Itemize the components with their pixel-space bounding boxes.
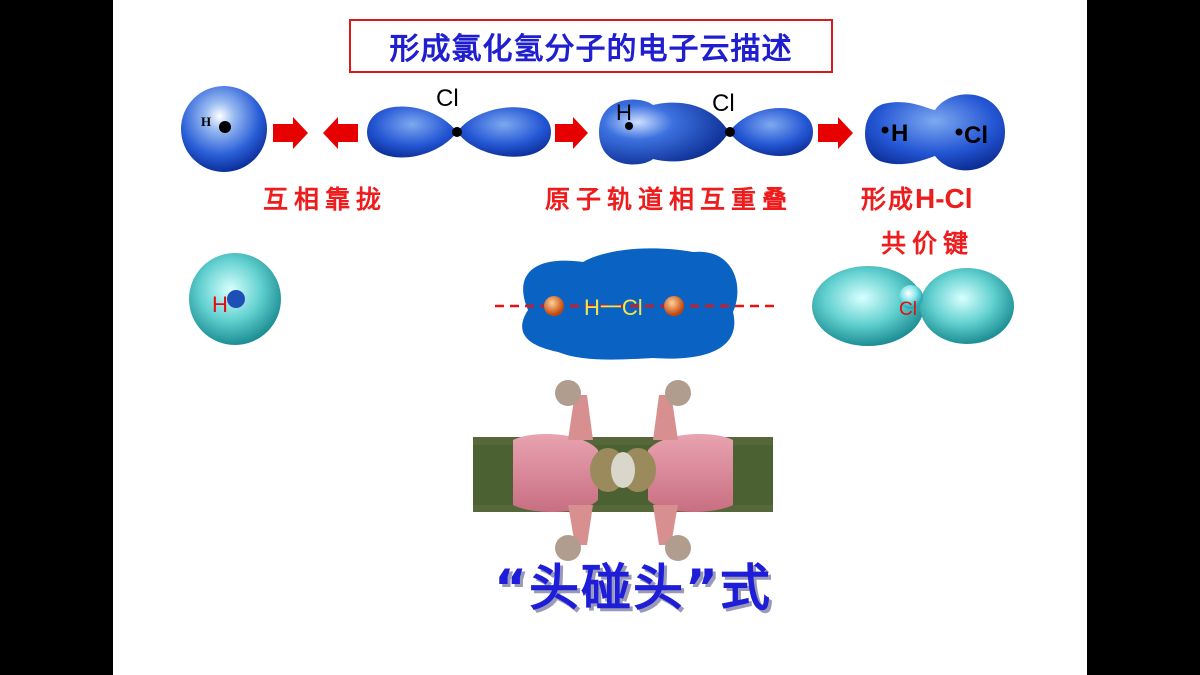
hcl-molecule-cloud: H Cl bbox=[865, 94, 1005, 170]
overlapping-orbitals: H Cl bbox=[599, 90, 813, 164]
overlap-h-label: H bbox=[616, 100, 632, 125]
head-to-head-caption: “头碰头”式 bbox=[413, 548, 853, 620]
label-orbital-overlap: 原子轨道相互重叠 bbox=[545, 180, 793, 216]
h-atom-label: H bbox=[201, 114, 211, 129]
molecule-cl-label: Cl bbox=[964, 122, 988, 149]
cl-nucleus-dot bbox=[664, 296, 684, 316]
cl-p-orbital: Cl bbox=[367, 85, 551, 158]
overlap-cl-label: Cl bbox=[712, 90, 735, 117]
cl-p-orbital-overlap: Cl bbox=[812, 266, 1014, 346]
scarecrows-head-to-head-illustration bbox=[473, 380, 773, 561]
h-atom-orbital: H bbox=[181, 86, 267, 172]
slide: 形成氯化氢分子的电子云描述 bbox=[113, 0, 1087, 675]
h-nucleus-dot bbox=[544, 296, 564, 316]
label-approach: 互相靠拢 bbox=[263, 180, 387, 216]
bond-text: H一Cl bbox=[584, 295, 643, 320]
arrow-right-icon bbox=[555, 117, 588, 149]
cl-overlap-label: Cl bbox=[899, 299, 917, 320]
h-sphere-label: H bbox=[212, 292, 228, 317]
label-bond-name: H-Cl bbox=[915, 183, 973, 214]
arrow-right-icon bbox=[273, 117, 308, 149]
h-s-orbital-sphere: H bbox=[189, 253, 281, 345]
arrow-left-icon bbox=[323, 117, 358, 149]
molecule-h-label: H bbox=[891, 120, 908, 147]
cl-atom-label: Cl bbox=[436, 85, 459, 112]
label-covalent-bond: 共价键 bbox=[881, 224, 974, 260]
label-form-prefix: 形成 bbox=[861, 185, 915, 214]
label-form-bond: 形成H-Cl bbox=[861, 180, 973, 216]
h-nucleus-dot bbox=[219, 121, 231, 133]
hcl-electron-cloud: H一Cl bbox=[495, 248, 775, 359]
arrow-right-icon bbox=[818, 117, 853, 149]
